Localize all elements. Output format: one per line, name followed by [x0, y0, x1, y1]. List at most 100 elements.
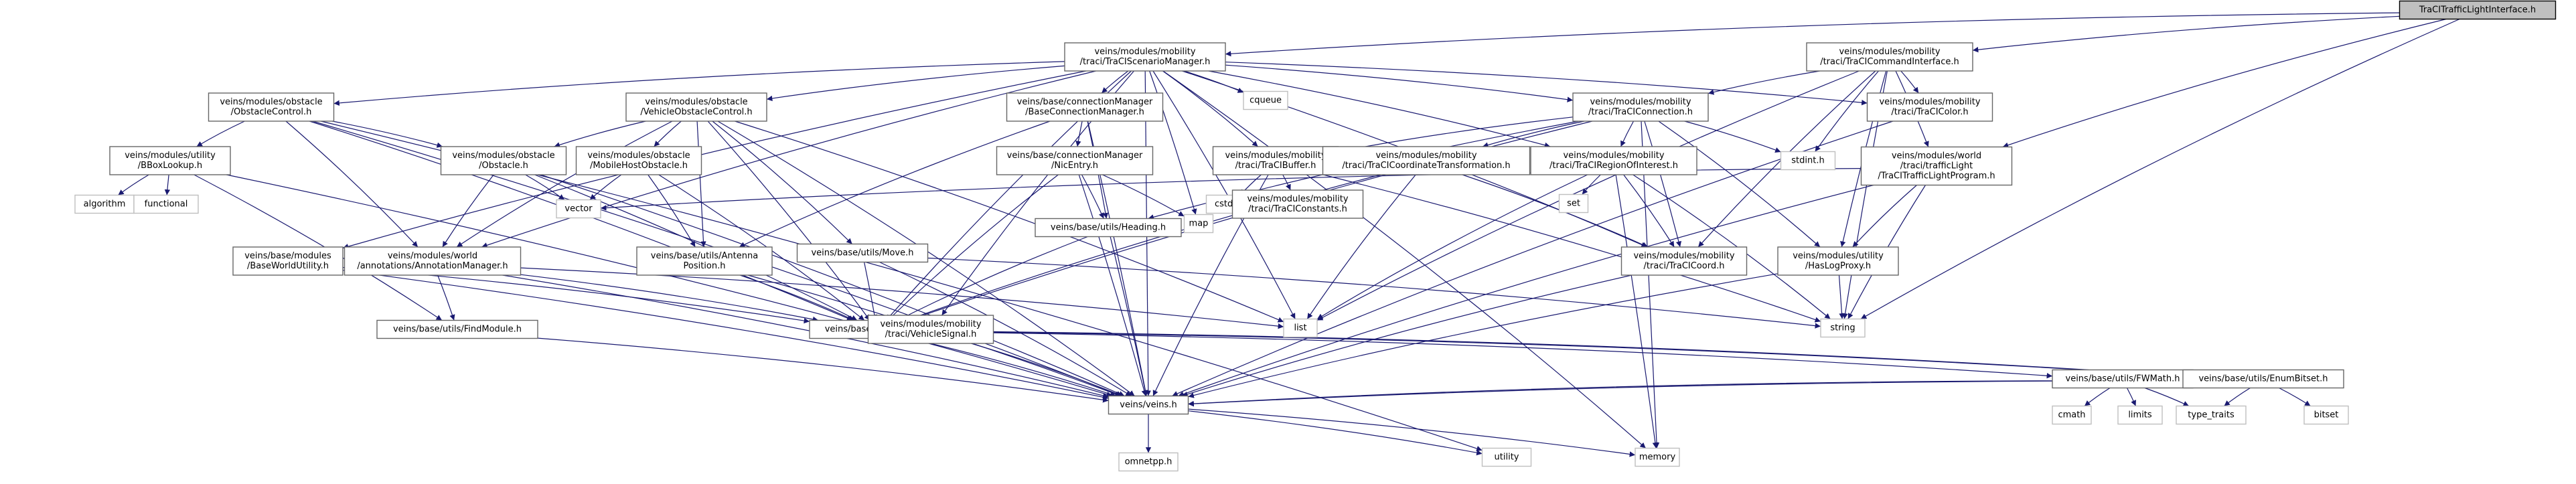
header-file-node[interactable]: veins/modules/obstacle/VehicleObstacleCo… — [625, 92, 767, 122]
system-header-node: type_traits — [2176, 405, 2247, 425]
edge-n14-n28 — [1282, 174, 1291, 191]
node-label: veins/modules/obstacle — [645, 97, 747, 107]
edge-n4-n11 — [554, 120, 646, 148]
edge-n10-n39 — [226, 174, 1113, 398]
node-box — [1558, 193, 1589, 214]
node-label: /traci/TraCIBuffer.h — [1235, 161, 1316, 171]
node-label: veins/base/utils/Antenna — [651, 251, 758, 261]
node-label: string — [1830, 323, 1855, 333]
header-file-node[interactable]: veins/modules/world/annotations/Annotati… — [344, 246, 522, 276]
header-file-node[interactable]: veins/modules/mobility/traci/TraCIColor.… — [1866, 92, 1993, 122]
header-file-node[interactable]: veins/modules/mobility/traci/TraCIRegion… — [1530, 146, 1697, 175]
node-label: /traci/TraCICommandInterface.h — [1820, 57, 1959, 67]
header-file-node[interactable]: veins/base/modules/BaseWorldUtility.h — [232, 246, 344, 276]
node-label: veins/base/modules — [244, 251, 331, 261]
node-label: /traci/TraCIScenarioManager.h — [1080, 57, 1211, 67]
node-box — [1777, 246, 1899, 276]
header-file-node[interactable]: veins/base/utils/FindModule.h — [376, 319, 538, 339]
node-label: type_traits — [2188, 410, 2234, 420]
node-box — [1108, 395, 1189, 415]
system-header-node: utility — [1481, 447, 1532, 467]
edge-n16-n30 — [1623, 174, 1675, 248]
system-header-node: memory — [1635, 447, 1680, 467]
edge-n1-n35 — [1152, 70, 1296, 319]
node-box — [2182, 369, 2344, 389]
node-box — [1231, 189, 1364, 219]
system-header-node: functional — [133, 194, 199, 214]
node-box — [344, 246, 522, 276]
header-file-node[interactable]: veins/modules/obstacle/Obstacle.h — [440, 146, 567, 175]
header-file-node[interactable]: veins/base/connectionManager/NicEntry.h — [996, 146, 1154, 175]
header-file-node[interactable]: veins/modules/mobility/traci/TraCICoord.… — [1620, 246, 1748, 276]
header-file-node[interactable]: veins/modules/mobility/traci/TraCIBuffer… — [1212, 146, 1339, 175]
node-label: veins/modules/utility — [125, 151, 216, 161]
system-header-node: algorithm — [74, 194, 135, 214]
header-file-node[interactable]: veins/modules/obstacle/MobileHostObstacl… — [575, 146, 702, 175]
edge-n4-n12 — [654, 120, 682, 147]
edge-n2-n35 — [1316, 70, 1860, 321]
node-label: /traci/TraCICoordinateTransformation.h — [1342, 161, 1510, 171]
node-label: veins/base/utils/FindModule.h — [393, 325, 522, 335]
header-file-node[interactable]: veins/modules/utility/HasLogProxy.h — [1777, 246, 1899, 276]
header-file-node[interactable]: veins/modules/mobility/traci/VehicleSign… — [867, 315, 994, 344]
node-label: veins/modules/mobility — [1375, 151, 1476, 161]
edges-layer — [118, 12, 2460, 457]
node-box — [1572, 92, 1709, 122]
node-box — [2117, 405, 2163, 425]
header-file-node[interactable]: veins/modules/mobility/traci/TraCICoordi… — [1322, 146, 1531, 175]
header-file-node[interactable]: veins/veins.h — [1108, 395, 1189, 415]
node-label: /TraCITrafficLightProgram.h — [1878, 171, 1995, 181]
edge-n38-n42 — [2224, 387, 2251, 406]
node-label: veins/base/connectionManager — [1007, 151, 1143, 161]
edge-n39-n45 — [1188, 410, 1483, 456]
edge-n4-n39 — [717, 120, 1135, 396]
header-file-node[interactable]: veins/base/connectionManager/BaseConnect… — [1006, 92, 1164, 122]
edge-n7-n31 — [1658, 120, 1821, 248]
edge-n2-n7 — [1708, 70, 1820, 95]
edge-n2-n17 — [1815, 70, 1879, 152]
node-label: veins/modules/obstacle — [220, 97, 322, 107]
edge-n2-n8 — [1900, 70, 1919, 94]
edge-n20-n39 — [342, 270, 1109, 400]
node-label: /traci/TraCIColor.h — [1891, 107, 1968, 117]
header-file-node[interactable]: veins/modules/world/traci/trafficLight/T… — [1860, 146, 2013, 186]
header-file-node[interactable]: veins/modules/mobility/traci/TraCIConsta… — [1231, 189, 1364, 219]
edge-n31-n36 — [1838, 274, 1845, 319]
header-file-node[interactable]: veins/modules/obstacle/ObstacleControl.h — [208, 92, 335, 122]
node-label: veins/veins.h — [1120, 400, 1177, 410]
edge-n4-n24 — [712, 120, 853, 244]
header-file-node[interactable]: veins/modules/utility/BBoxLookup.h — [109, 146, 231, 175]
edge-n4-n23 — [696, 120, 706, 248]
header-file-node[interactable]: veins/base/utils/FWMath.h — [2052, 369, 2194, 389]
edge-n7-n30 — [1644, 120, 1682, 248]
node-label: set — [1567, 199, 1580, 209]
edge-n21-n32 — [437, 274, 455, 321]
node-box — [1860, 146, 2013, 186]
header-file-node[interactable]: veins/base/utils/EnumBitset.h — [2182, 369, 2344, 389]
edge-n3-n21 — [285, 120, 419, 248]
header-file-node[interactable]: veins/modules/mobility/traci/TraCIScenar… — [1064, 42, 1226, 72]
header-file-node[interactable]: veins/modules/mobility/traci/TraCIConnec… — [1572, 92, 1709, 122]
node-box — [1481, 447, 1532, 467]
node-label: algorithm — [84, 199, 126, 210]
node-label: veins/base/connectionManager — [1017, 97, 1153, 107]
edge-n11-n22 — [525, 174, 565, 200]
node-label: /traci/TraCIRegionOfInterest.h — [1549, 161, 1678, 171]
edge-n32-n39 — [537, 337, 1109, 403]
edge-n30-n39 — [1182, 274, 1633, 397]
node-label: /traci/VehicleSignal.h — [885, 329, 977, 339]
header-file-node[interactable]: veins/base/utils/Heading.h — [1035, 218, 1182, 238]
edge-n10-n32 — [194, 174, 443, 321]
root-header-node[interactable]: TraCITrafficLightInterface.h — [2399, 0, 2557, 20]
node-label: memory — [1639, 453, 1676, 463]
system-header-node: limits — [2117, 405, 2163, 425]
node-label: veins/modules/mobility — [880, 319, 981, 329]
header-file-node[interactable]: veins/modules/mobility/traci/TraCIComman… — [1806, 42, 1973, 72]
node-label: TraCITrafficLightInterface.h — [2419, 5, 2536, 15]
header-file-node[interactable]: veins/base/utils/Move.h — [796, 243, 929, 263]
edge-n5-n23 — [739, 120, 1051, 248]
edge-n0-n36 — [1860, 18, 2460, 320]
edge-n0-n2 — [1972, 15, 2400, 53]
nodes-layer: TraCITrafficLightInterface.h veins/module… — [74, 0, 2557, 472]
